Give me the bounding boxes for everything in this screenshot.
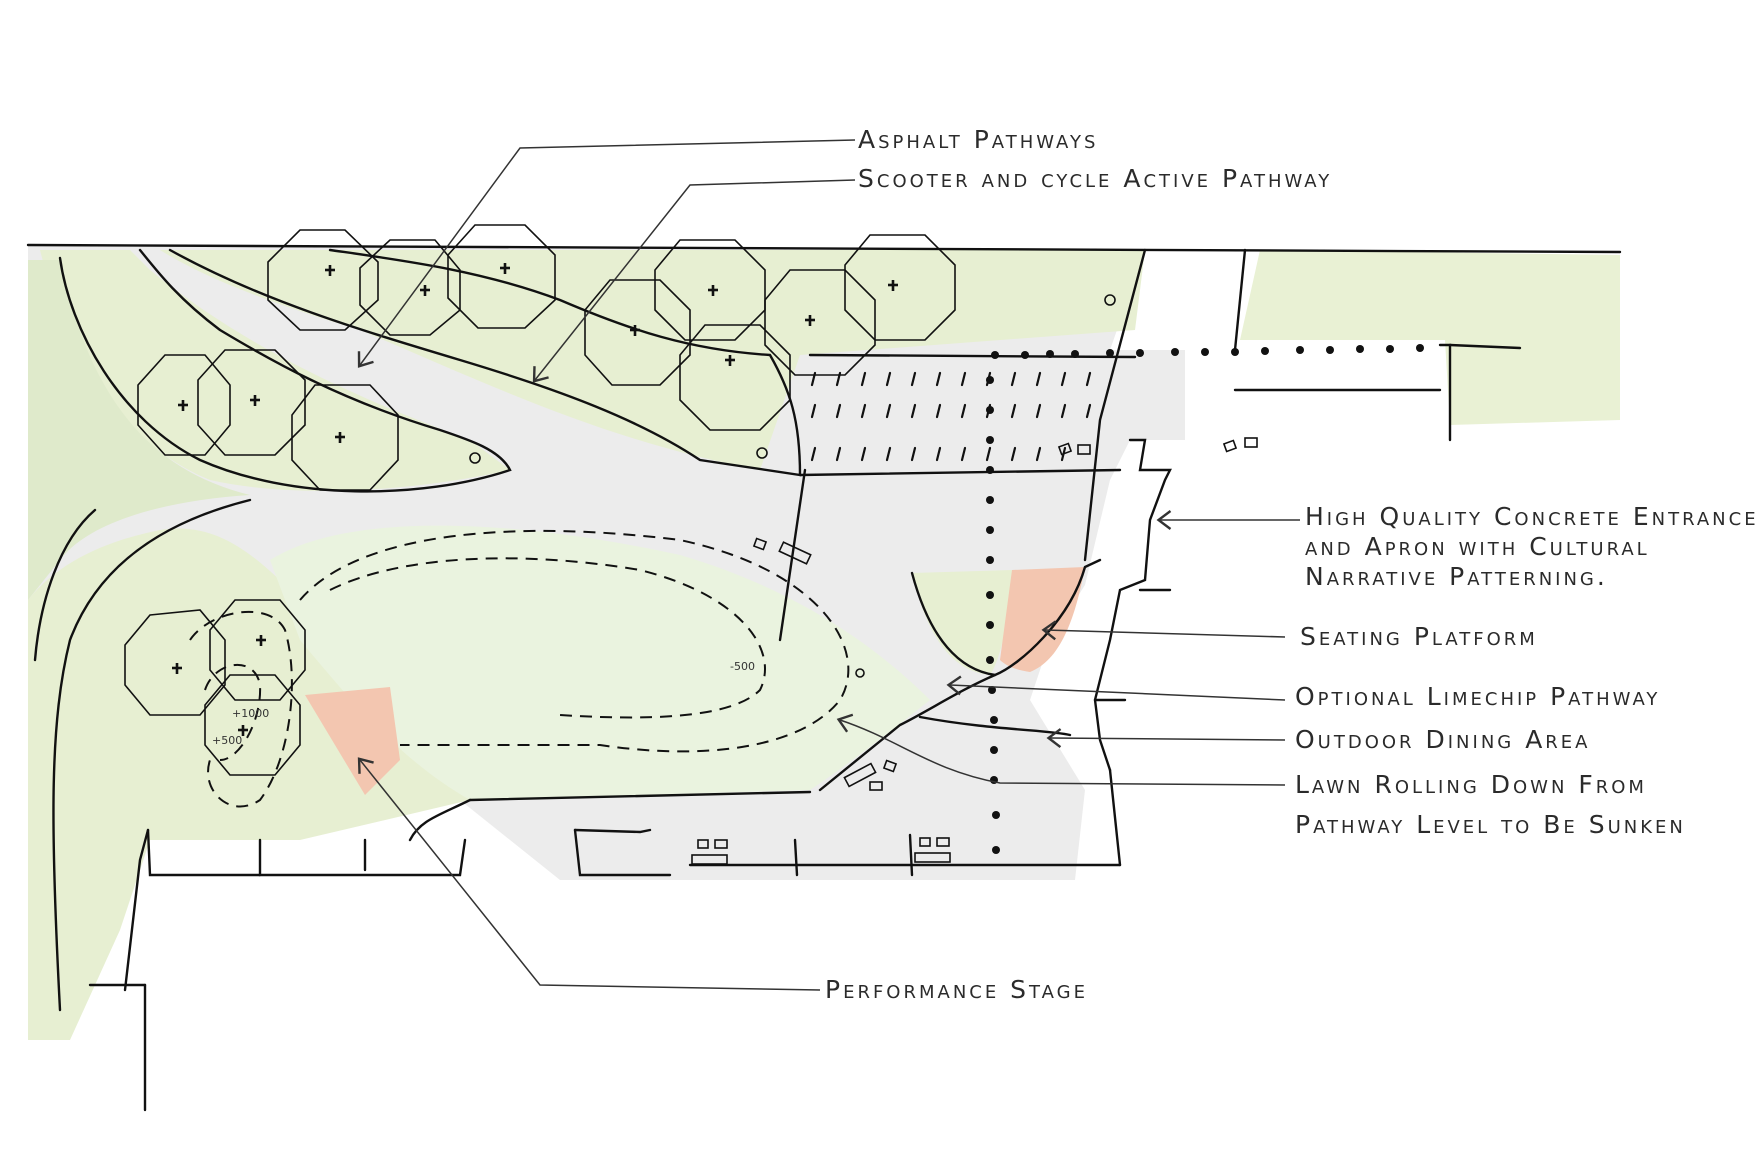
label-concrete-entrance-2: and Apron with Cultural	[1305, 532, 1650, 561]
trees	[124, 224, 956, 776]
lawn-top-strip	[160, 250, 1145, 470]
seating-platform-shape	[1000, 567, 1085, 672]
lawn-top-left	[28, 250, 510, 491]
contour-lines	[189, 529, 850, 808]
label-seating-platform: Seating Platform	[1300, 622, 1538, 651]
label-asphalt-pathways: Asphalt Pathways	[858, 125, 1098, 154]
label-concrete-entrance-1: High Quality Concrete Entrance	[1305, 502, 1755, 531]
lawn-bottom-left	[28, 528, 470, 1040]
contour-label-1500: +500	[212, 734, 242, 747]
bollard-dots	[986, 344, 1424, 854]
site-furniture	[469, 294, 1258, 865]
label-lawn-rolling-1: Lawn Rolling Down From	[1295, 770, 1647, 799]
label-concrete-entrance-3: Narrative Patterning.	[1305, 562, 1608, 591]
lawn-left-edge	[28, 260, 250, 600]
contour-label-1000: +1000	[232, 707, 269, 720]
lawn-top-right	[1240, 250, 1620, 425]
leader-lines	[357, 139, 1300, 991]
lawn-sunken	[270, 525, 930, 800]
site-linework	[26, 243, 1622, 1112]
label-performance-stage: Performance Stage	[825, 975, 1088, 1004]
contour-label-500: -500	[730, 660, 755, 673]
label-limechip-pathway: Optional Limechip Pathway	[1295, 682, 1660, 711]
tree-centers	[172, 263, 898, 736]
performance-stage-shape	[305, 687, 400, 795]
label-scooter-cycle-pathway: Scooter and cycle Active Pathway	[858, 164, 1332, 193]
label-lawn-rolling-2: Pathway Level to Be Sunken	[1295, 810, 1686, 839]
label-outdoor-dining: Outdoor Dining Area	[1295, 725, 1591, 754]
